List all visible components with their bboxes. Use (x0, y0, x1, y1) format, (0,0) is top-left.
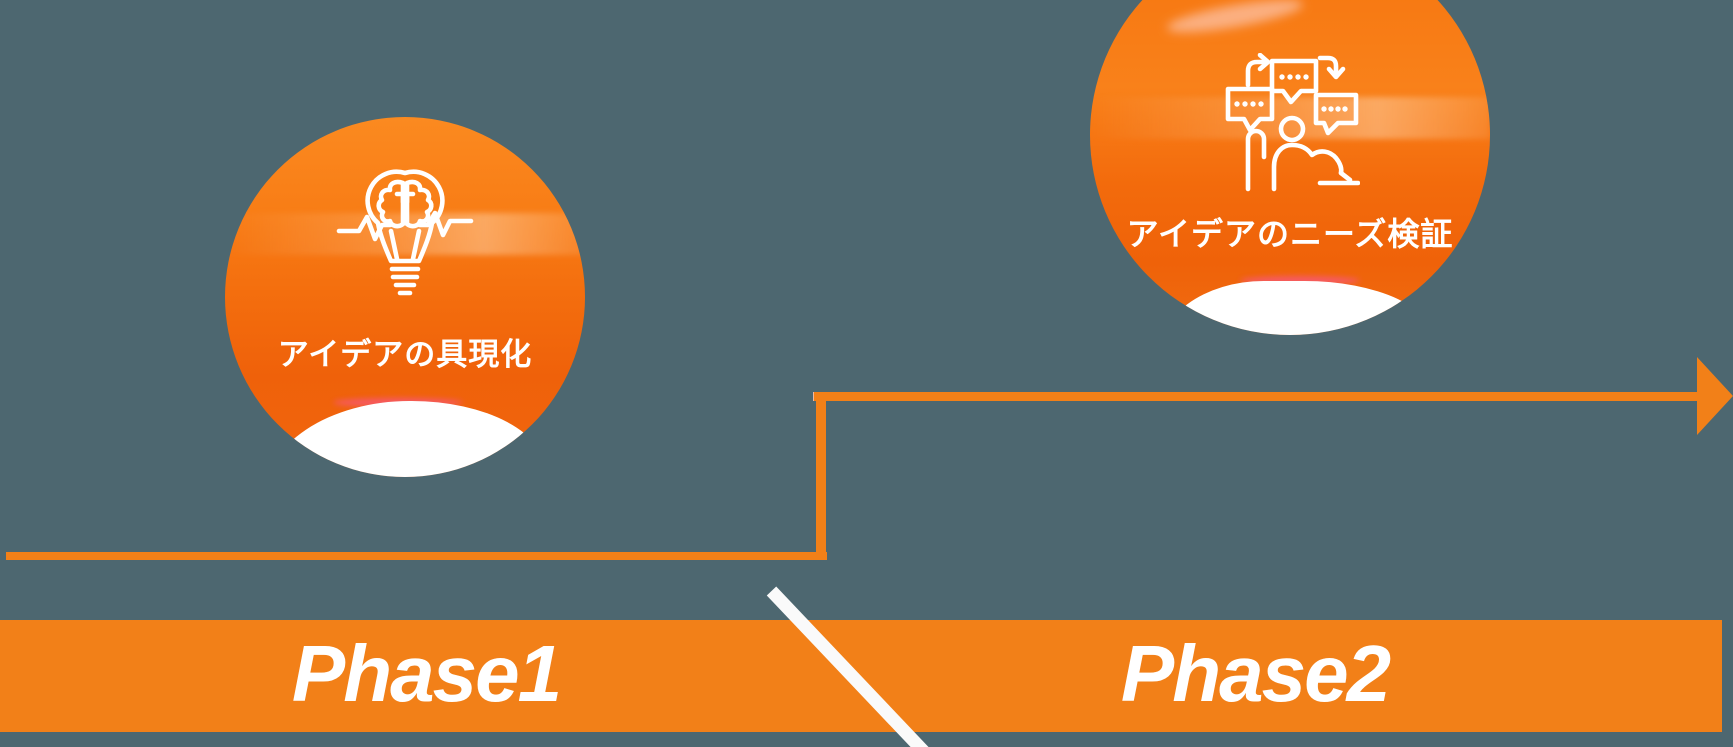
phase1-label: Phase1 (291, 629, 562, 718)
timeline-step-line-vertical (816, 392, 826, 560)
timeline-arrowhead-icon (1697, 357, 1733, 435)
phase1-circle-label: アイデアの具現化 (277, 337, 533, 372)
brain-lightbulb-icon (336, 169, 474, 296)
phase2-step-circle: アイデアのニーズ検証 (1090, 0, 1490, 335)
photo-cloud-bottom (1156, 281, 1436, 335)
photo-cloud-wisp (1165, 0, 1305, 39)
conversation-feedback-icon (1225, 53, 1360, 192)
phase2-label: Phase2 (1120, 629, 1391, 718)
cloud-pink-fringe (1240, 276, 1360, 285)
phase2-circle-label: アイデアのニーズ検証 (1126, 216, 1454, 252)
timeline-step-line-upper (814, 392, 1700, 401)
timeline-step-line-lower (6, 552, 827, 560)
phase1-step-circle: アイデアの具現化 (225, 117, 585, 477)
photo-cloud-bottom (263, 401, 547, 477)
